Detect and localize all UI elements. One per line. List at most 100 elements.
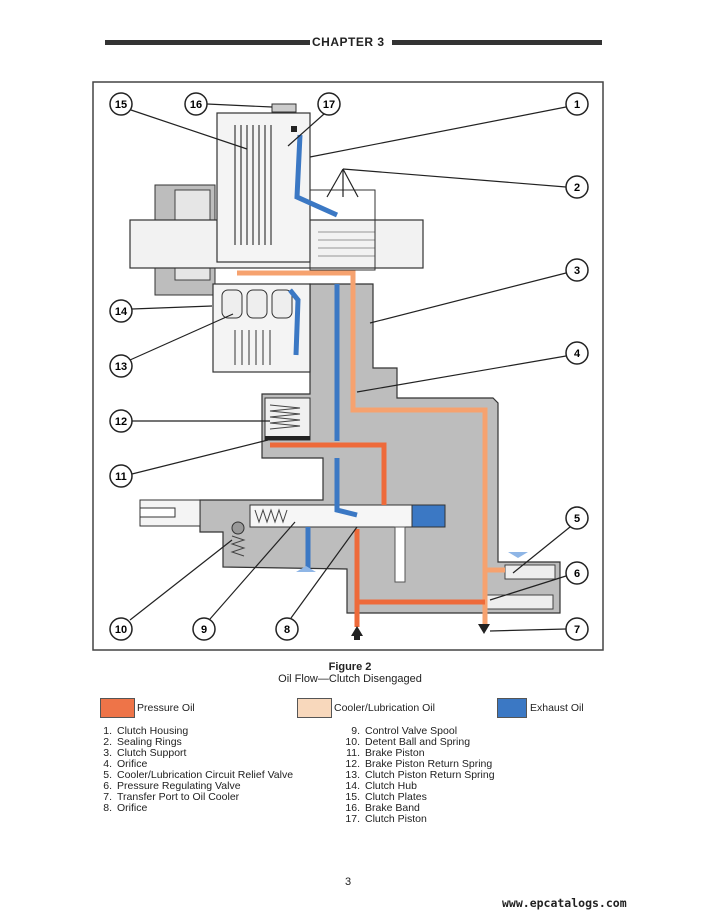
- part-number: 7.: [103, 791, 112, 803]
- inlet-arrow-icon: [351, 626, 363, 640]
- parts-list-left: 1. Clutch Housing 2. Sealing Rings 3. Clutch …: [97, 726, 293, 814]
- callout-number: 9: [201, 624, 207, 636]
- part-number: 12.: [345, 758, 360, 770]
- clutch-support-housing: [199, 283, 561, 614]
- parts-list-item: 17. Clutch Piston: [345, 814, 495, 825]
- part-label: Transfer Port to Oil Cooler: [117, 791, 240, 803]
- brake-piston: [265, 436, 310, 440]
- part-number: 15.: [345, 791, 360, 803]
- part-number: 9.: [351, 725, 360, 737]
- part-number: 5.: [103, 769, 112, 781]
- outlet-arrow-icon: [478, 624, 490, 634]
- pressure-oil-paths: [270, 442, 485, 627]
- header-rule-right: [392, 40, 602, 45]
- part-number: 13.: [345, 769, 360, 781]
- parts-list-item: 3. Clutch Support: [97, 748, 293, 759]
- parts-list-item: 4. Orifice: [97, 759, 293, 770]
- parts-list-item: 1. Clutch Housing: [97, 726, 293, 737]
- callout-number: 1: [574, 99, 580, 111]
- callout-number: 8: [284, 624, 290, 636]
- parts-list-item: 6. Pressure Regulating Valve: [97, 781, 293, 792]
- parts-list-item: 12. Brake Piston Return Spring: [345, 759, 495, 770]
- callout-number: 4: [574, 348, 581, 360]
- part-label: Clutch Housing: [117, 725, 189, 737]
- callout-6: 6: [565, 561, 589, 585]
- callout-15: 15: [109, 92, 133, 116]
- part-number: 8.: [103, 802, 112, 814]
- callout-4: 4: [565, 341, 589, 365]
- parts-list-item: 8. Orifice: [97, 803, 293, 814]
- part-label: Pressure Regulating Valve: [117, 780, 241, 792]
- figure-subtitle: Oil Flow—Clutch Disengaged: [278, 673, 422, 685]
- leader-lines: [129, 103, 571, 632]
- brake-band: [271, 103, 297, 113]
- callout-3: 3: [565, 258, 589, 282]
- part-label: Clutch Plates: [365, 791, 427, 803]
- callout-17: 17: [317, 92, 341, 116]
- cooler-lubrication-paths: [237, 270, 505, 624]
- part-label: Sealing Rings: [117, 736, 182, 748]
- callout-number: 12: [115, 416, 127, 428]
- figure-title: Figure 2: [328, 661, 372, 673]
- watermark: www.epcatalogs.com: [502, 896, 627, 910]
- callout-9: 9: [192, 617, 216, 641]
- parts-list-item: 5.Cooler/Lubrication Circuit Relief Valv…: [97, 770, 293, 781]
- parts-list-item: 2. Sealing Rings: [97, 737, 293, 748]
- part-number: 3.: [103, 747, 112, 759]
- clutch-plates: [234, 125, 272, 245]
- parts-list-item: 7. Transfer Port to Oil Cooler: [97, 792, 293, 803]
- clutch-housing-upper: [216, 112, 311, 263]
- callout-13: 13: [109, 354, 133, 378]
- legend-swatch-exhaust: [497, 698, 527, 718]
- exhaust-oil-paths: [288, 134, 358, 569]
- chapter-heading: CHAPTER 3: [312, 35, 385, 49]
- part-label: Detent Ball and Spring: [365, 736, 471, 748]
- detent-ball: [231, 521, 245, 535]
- callout-7: 7: [565, 617, 589, 641]
- part-number: 1.: [103, 725, 112, 737]
- parts-list-item: 14.Clutch Hub: [345, 781, 495, 792]
- parts-list-item: 13.Clutch Piston Return Spring: [345, 769, 494, 781]
- parts-list-item: 10. Detent Ball and Spring: [345, 737, 495, 748]
- relief-valve: [504, 564, 556, 580]
- callout-1: 1: [565, 92, 589, 116]
- legend-label-exhaust: Exhaust Oil: [530, 702, 584, 714]
- callout-14: 14: [109, 299, 133, 323]
- callout-2: 2: [565, 175, 589, 199]
- part-label: Clutch Piston: [365, 813, 427, 825]
- part-label: Orifice: [117, 802, 148, 814]
- part-label: Control Valve Spool: [365, 725, 458, 737]
- callout-number: 2: [574, 182, 580, 194]
- part-number: 11.: [346, 747, 360, 759]
- exhaust-spray-icon: [296, 566, 316, 572]
- exhaust-spray-icon: [508, 552, 528, 558]
- figure-frame: [92, 81, 604, 651]
- part-number: 6.: [103, 780, 112, 792]
- callout-number: 6: [574, 568, 580, 580]
- part-number: 17.: [345, 813, 360, 825]
- parts-list-item: 15. Clutch Plates: [345, 792, 495, 803]
- callout-number: 3: [574, 265, 580, 277]
- callout-16: 16: [184, 92, 208, 116]
- part-number: 2.: [103, 736, 112, 748]
- part-number: 10.: [345, 736, 360, 748]
- callout-number: 5: [574, 513, 580, 525]
- callout-number: 15: [115, 99, 127, 111]
- part-label: Brake Piston Return Spring: [365, 758, 493, 770]
- part-label: Brake Piston: [365, 747, 425, 759]
- header-rule-left: [105, 40, 310, 45]
- callout-8: 8: [275, 617, 299, 641]
- part-label: Orifice: [117, 758, 148, 770]
- legend-swatch-cooler: [297, 698, 332, 718]
- parts-list-item: 11. Brake Piston: [345, 748, 495, 759]
- callout-number: 16: [190, 99, 202, 111]
- part-number: 4.: [103, 758, 112, 770]
- callout-5: 5: [565, 506, 589, 530]
- callout-number: 7: [574, 624, 580, 636]
- parts-list-item: 9. Control Valve Spool: [345, 726, 495, 737]
- callout-number: 10: [115, 624, 127, 636]
- legend-label-cooler: Cooler/Lubrication Oil: [334, 702, 435, 714]
- part-label: Clutch Support: [117, 747, 187, 759]
- callout-11: 11: [109, 464, 133, 488]
